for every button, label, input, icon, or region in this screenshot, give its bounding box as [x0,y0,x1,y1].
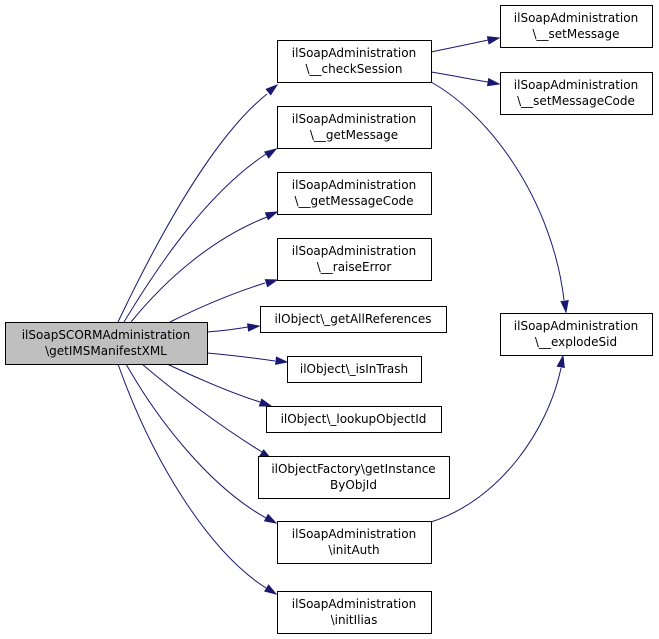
node-label-line: \__setMessage [533,27,620,41]
node-label-line: \__getMessage [310,128,398,142]
node-box [260,306,447,333]
edge-root-lookupObjectId [166,363,273,407]
edge-line [117,363,267,589]
edge-line [125,363,267,519]
node-label-line: ilSoapAdministration [292,597,416,611]
edge-line [206,326,249,333]
node-box [500,313,653,356]
node-label-line: ilSoapAdministration [514,78,638,92]
node-initIlias[interactable]: ilSoapAdministration \initIlias [277,591,432,634]
node-box [5,322,208,365]
node-label-line: ilSoapAdministration [292,178,416,192]
node-box [277,172,432,215]
edge-line [430,71,489,83]
node-label-line: \__checkSession [306,62,403,76]
edge-checkSession-setMessageCode [430,71,501,87]
edge-line [430,367,562,523]
node-box [277,106,432,149]
arrowhead [265,83,279,96]
node-label-line: \__explodeSid [535,335,617,349]
node-box [500,72,653,115]
node-label-line: ilSoapAdministration [292,112,416,126]
node-label-line: \__setMessageCode [517,94,635,108]
node-setMessageCode[interactable]: ilSoapAdministration \__setMessageCode [500,72,653,115]
node-label-line: ByObjId [330,478,377,492]
node-box [500,5,653,48]
node-root: ilSoapSCORMAdministration \getIMSManifest… [5,322,208,365]
edge-line [206,352,276,362]
edges [117,36,569,595]
node-label-line: \getIMSManifestXML [45,344,167,358]
edge-line [430,39,489,53]
node-label-line: \__raiseError [317,260,392,274]
node-getAllReferences[interactable]: ilObject\_getAllReferences [260,306,447,333]
node-label-line: ilSoapAdministration [292,46,416,60]
node-initAuth[interactable]: ilSoapAdministration \initAuth [277,521,432,564]
node-explodeSid[interactable]: ilSoapAdministration \__explodeSid [500,313,653,356]
edge-root-getMessageCode [130,211,279,323]
edge-root-initIlias [117,363,278,595]
node-label-line: ilObjectFactory\getInstance [271,462,435,476]
node-label-line: \initAuth [328,543,379,557]
edge-checkSession-explodeSid [430,81,569,314]
node-box [277,40,432,83]
arrowhead [556,354,565,369]
edge-root-checkSession [117,83,279,323]
edge-line [117,93,268,323]
node-lookupObjectId[interactable]: ilObject\_lookupObjectId [266,406,442,433]
arrowhead [264,584,278,595]
node-label-line: ilObject\_lookupObjectId [281,412,427,426]
node-getMessage[interactable]: ilSoapAdministration \__getMessage [277,106,432,149]
edge-line [430,81,565,301]
node-setMessage[interactable]: ilSoapAdministration \__setMessage [500,5,653,48]
node-box [277,591,432,634]
edge-root-getMessage [123,148,278,323]
arrowhead [487,77,501,87]
node-label-line: ilSoapAdministration [292,244,416,258]
edge-checkSession-setMessage [430,36,501,53]
edge-initAuth-explodeSid [430,354,565,523]
nodes: ilSoapSCORMAdministration \getIMSManifest… [5,5,653,634]
node-raiseError[interactable]: ilSoapAdministration \__raiseError [277,238,432,281]
arrowhead [247,323,261,332]
node-label-line: \initIlias [331,613,378,627]
node-box [258,456,450,499]
edge-line [123,153,267,323]
arrowhead [275,356,289,365]
node-box [277,521,432,564]
arrowhead [264,279,279,288]
node-box [287,356,422,383]
arrowhead [264,148,278,159]
edge-root-isInTrash [206,352,289,365]
arrowhead [264,211,279,221]
node-getMessageCode[interactable]: ilSoapAdministration \__getMessageCode [277,172,432,215]
edge-line [141,363,263,453]
arrowhead [560,300,569,314]
arrowhead [258,398,273,407]
node-label-line: ilObject\_isInTrash [300,362,408,376]
edge-line [166,363,261,403]
node-label-line: \__getMessageCode [294,194,413,208]
edge-root-initAuth [125,363,278,524]
node-label-line: ilSoapSCORMAdministration [22,328,191,342]
node-checkSession[interactable]: ilSoapAdministration \__checkSession [277,40,432,83]
node-label-line: ilSoapAdministration [292,527,416,541]
node-label-line: ilSoapAdministration [514,11,638,25]
node-box [266,406,442,433]
node-label-line: ilSoapAdministration [514,319,638,333]
arrowhead [263,513,278,524]
edge-line [130,216,268,323]
arrowhead [486,36,501,45]
node-isInTrash[interactable]: ilObject\_isInTrash [287,356,422,383]
node-label-line: ilObject\_getAllReferences [274,312,431,326]
edge-root-raiseError [169,279,279,323]
edge-root-getInstanceByObjId [141,363,273,460]
edge-root-getAllReferences [206,323,261,333]
node-box [277,238,432,281]
edge-line [169,282,266,323]
